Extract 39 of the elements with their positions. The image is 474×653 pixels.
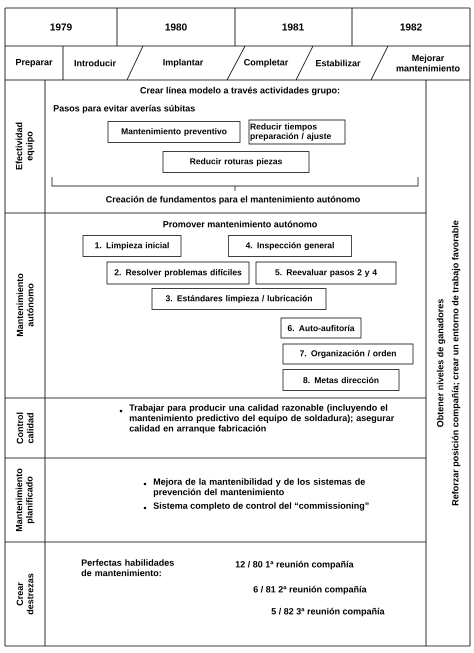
meeting-date: 6 / 81 2ª reunión compañía	[254, 586, 367, 594]
year-header: 1981	[282, 23, 304, 31]
step-box: Mantenimiento preventivo	[108, 121, 240, 143]
section-heading: Pasos para evitar averías súbitas	[54, 104, 195, 114]
meeting-date: 5 / 82 3ª reunión compañía	[271, 608, 385, 616]
year-header: 1979	[50, 23, 72, 31]
phase-label: Implantar	[163, 58, 204, 68]
phase-label: Estabilizar	[316, 60, 360, 66]
section-heading: Promover mantenimiento autónomo	[163, 220, 317, 228]
row-heading: Crear destrezas	[16, 574, 34, 614]
step-box: 8. Metas dirección	[282, 369, 400, 391]
bullet-text: Trabajar para producir una calidad razonable (incluyendo el mantenimiento predictivo del equipo de soldadura); asegurar calidad en arranque fabricación	[129, 404, 394, 434]
phase-label: Mejorar mantenimiento	[396, 54, 460, 72]
step-box: 2. Resolver problemas difíciles	[106, 262, 250, 284]
section-heading: Crear línea modelo a través actividades grupo:	[140, 86, 340, 96]
section-heading: Creación de fundamentos para el mantenimiento autónomo	[106, 196, 360, 204]
goal-text: Obtener niveles de ganadores	[436, 299, 446, 427]
step-box: 7. Organización / orden	[282, 344, 414, 364]
step-box: Reducir tiempos preparación / ajuste	[248, 120, 346, 144]
row-heading: Mantenimiento planificado	[16, 468, 34, 532]
bullet-text: Sistema completo de control del “commissioning”	[153, 502, 369, 511]
meeting-date: 12 / 80 1ª reunión compañía	[236, 560, 354, 570]
phase-label: Preparar	[16, 58, 52, 68]
year-header: 1980	[166, 23, 187, 31]
step-box: 3. Estándares limpieza / lubricación	[152, 288, 326, 310]
goal-text: Reforzar posición compañía; crear un entorno de trabajo favorable	[452, 220, 460, 506]
year-header: 1982	[400, 23, 422, 31]
step-box: 6. Auto-aufitoría	[280, 318, 362, 338]
step-box: 1. Limpieza inicial	[82, 235, 182, 257]
phase-label: Introducir	[74, 60, 116, 66]
row-heading: Control calidad	[16, 412, 34, 444]
step-box: 4. Inspección general	[228, 235, 352, 257]
row-heading: Efectividad equipo	[16, 122, 34, 170]
step-box: 5. Reevaluar pasos 2 y 4	[256, 262, 396, 284]
note: Perfectas habilidades de mantenimiento:	[82, 559, 174, 576]
bullet-text: Mejora de la mantenibilidad y de los sistemas de prevención del mantenimiento	[154, 478, 365, 497]
step-box: Reducir roturas piezas	[162, 151, 310, 173]
phase-label: Completar	[244, 58, 288, 68]
row-heading: Mantenimiento autónomo	[16, 274, 34, 336]
